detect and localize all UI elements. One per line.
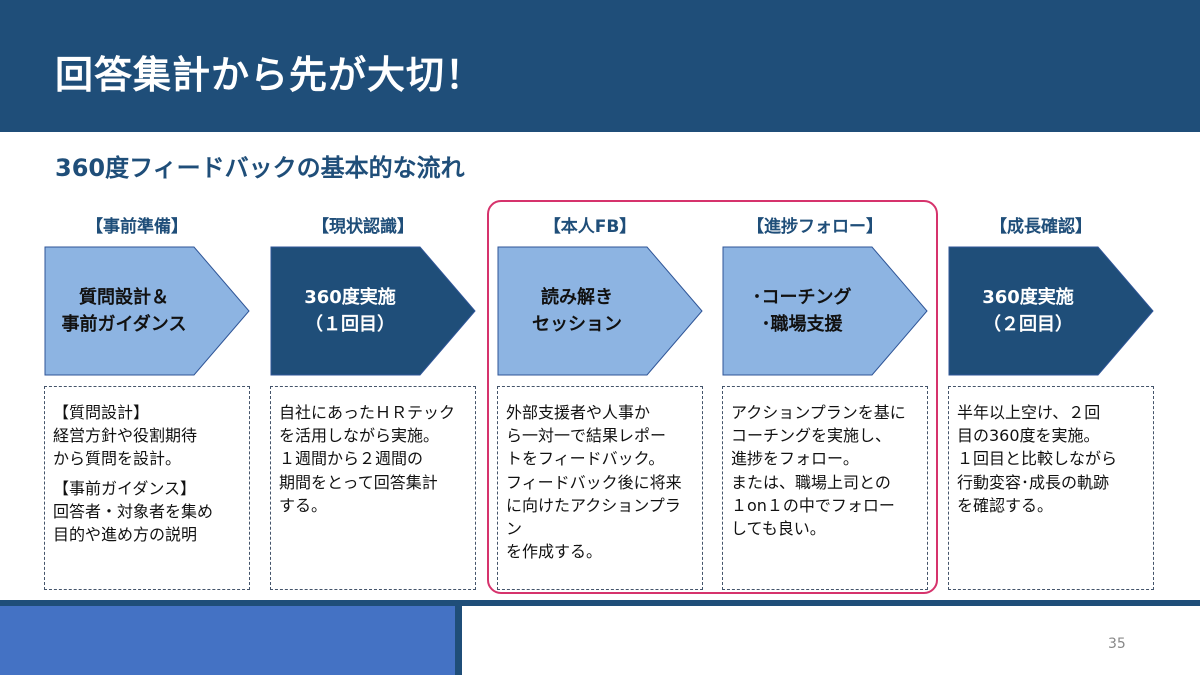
slide-subtitle: 360度フィードバックの基本的な流れ [55,154,465,182]
page-number: 35 [1108,636,1126,652]
footer-separator [455,606,462,675]
step-arrow-text: 360度実施 （１回目） [304,287,396,335]
description-paragraph: 外部支援者や人事か ら一対一で結果レポー トをフィードバック。 フィードバック後… [506,403,682,562]
step-label: 【本人FB】 [543,217,637,237]
step-arrow-text: 質問設計＆ 事前ガイダンス [61,287,187,335]
arrow-shape [44,246,250,376]
step-label: 【成長確認】 [990,217,1092,237]
footer-block [0,606,455,675]
arrow-shape [948,246,1154,376]
description-paragraph: 自社にあったＨＲテック を活用しながら実施。 １週間から２週間の 期間をとって回… [279,403,456,515]
process-step: 【成長確認】 360度実施 （２回目） [948,212,1154,376]
process-step: 【事前準備】 質問設計＆ 事前ガイダンス [44,212,250,376]
arrow-shape [722,246,928,376]
step-label: 【進捗フォロー】 [747,217,883,237]
step-arrow: 360度実施 （１回目） [270,246,476,376]
description-paragraph: 【質問設計】 経営方針や役割期待 から質問を設計。 [53,403,198,469]
description-paragraph: 半年以上空け、２回 目の360度を実施。 １回目と比較しながら 行動変容･成長の… [957,403,1118,515]
step-description: 外部支援者や人事か ら一対一で結果レポー トをフィードバック。 フィードバック後… [497,386,703,590]
step-description: アクションプランを基に コーチングを実施し、 進捗をフォロー。 または、職場上司… [722,386,928,590]
footer-line [0,600,1200,606]
step-arrow: 360度実施 （２回目） [948,246,1154,376]
description-paragraph: アクションプランを基に コーチングを実施し、 進捗をフォロー。 または、職場上司… [731,403,906,538]
step-arrow-text: 読み解き セッション [532,287,622,335]
arrow-shape [270,246,476,376]
step-arrow-text: 360度実施 （２回目） [982,287,1074,335]
step-arrow: ･コーチング ･職場支援 [722,246,928,376]
process-step: 【現状認識】 360度実施 （１回目） [270,212,476,376]
slide-title: 回答集計から先が大切！ [55,53,485,97]
description-paragraph: 【事前ガイダンス】 回答者・対象者を集め 目的や進め方の説明 [53,478,214,544]
step-arrow-text: ･コーチング ･職場支援 [752,287,852,335]
title-bar: 回答集計から先が大切！ [0,0,1200,132]
process-step: 【本人FB】 読み解き セッション [497,212,703,376]
arrow-shape [497,246,703,376]
highlight-frame [487,200,938,594]
step-description: 半年以上空け、２回 目の360度を実施。 １回目と比較しながら 行動変容･成長の… [948,386,1154,590]
step-arrow: 読み解き セッション [497,246,703,376]
step-label: 【現状認識】 [312,217,414,237]
step-description: 自社にあったＨＲテック を活用しながら実施。 １週間から２週間の 期間をとって回… [270,386,476,590]
step-arrow: 質問設計＆ 事前ガイダンス [44,246,250,376]
step-label: 【事前準備】 [86,217,188,237]
step-description: 【質問設計】 経営方針や役割期待 から質問を設計。【事前ガイダンス】 回答者・対… [44,386,250,590]
process-step: 【進捗フォロー】 ･コーチング ･職場支援 [722,212,928,376]
